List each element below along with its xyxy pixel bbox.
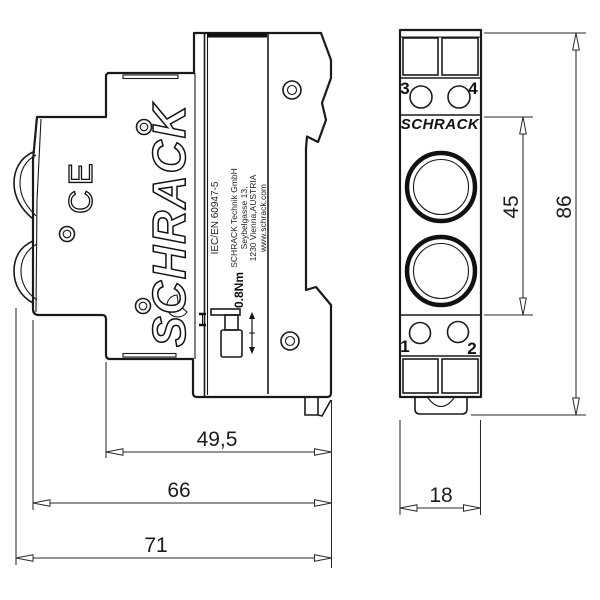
terminal-label-1: 1	[400, 337, 409, 356]
indicator-lens-top	[404, 150, 478, 224]
dimension-71: 71	[15, 308, 332, 565]
dim-value-depth-total: 71	[144, 534, 167, 557]
screw-hole-icon	[282, 80, 302, 100]
terminal-cover-top-right	[441, 37, 479, 76]
screw-hole-icon	[135, 118, 153, 136]
label-plate-top-band	[207, 33, 267, 38]
dim-value-depth-mid: 66	[167, 479, 190, 502]
label-website: www.schrack.com	[258, 184, 268, 253]
din-foot-spring-arc	[427, 397, 455, 408]
front-view-outline	[398, 28, 483, 399]
arrowhead-left	[399, 504, 418, 512]
side-view-outline	[31, 31, 333, 399]
arrowhead-top	[519, 116, 527, 135]
terminal-label-4: 4	[468, 79, 478, 98]
terminal-screw-2	[446, 320, 470, 344]
indicator-lens-top-inner	[412, 158, 470, 216]
arrowhead-top	[572, 32, 580, 51]
terminal-cover-top-left	[402, 37, 439, 76]
screwdriver-torque-icon: 0.8Nm	[199, 272, 255, 358]
dimension-18: 18	[399, 420, 482, 515]
screw-holes-side	[58, 80, 302, 351]
dim-value-front-width: 18	[429, 484, 452, 507]
terminal-screw-1	[408, 321, 432, 345]
terminal-label-3: 3	[400, 79, 409, 98]
dim-value-height-total: 86	[553, 195, 576, 218]
arrowhead-right	[314, 448, 332, 456]
side-view: CE SCHRACK IEC/EN 60947-5 SCHRACK Techni…	[13, 31, 333, 417]
bottom-groove	[122, 352, 177, 358]
lens-dome-bottom	[13, 240, 34, 304]
front-view: 3 4 SCHRACK 1 2	[398, 28, 483, 415]
lens-dome-top-inner	[19, 154, 37, 217]
arrowhead-left	[32, 499, 51, 507]
dim-value-lens-span: 45	[500, 195, 523, 218]
arrowhead-bottom	[519, 297, 527, 316]
ce-mark: CE	[62, 158, 99, 214]
screw-hole-icon	[286, 84, 298, 96]
din-foot-front	[414, 397, 468, 415]
torque-value: 0.8Nm	[232, 272, 246, 308]
arrowhead-left	[105, 448, 124, 456]
screw-hole-icon	[280, 331, 300, 351]
terminal-screw-4	[447, 85, 471, 109]
dimension-86: 86	[471, 32, 586, 416]
arrowhead-left	[15, 554, 34, 562]
screw-hole-icon	[62, 229, 72, 239]
arrowhead-right	[314, 554, 332, 562]
arrowhead-right	[463, 504, 481, 512]
label-company: SCHRACK Technik GmbH	[229, 168, 239, 268]
label-city: 1230 Vienna,AUSTRIA	[248, 174, 258, 261]
dimension-49-5: 49,5	[105, 362, 332, 458]
arrowhead-right	[314, 499, 332, 507]
terminal-cover-bottom-right	[441, 358, 479, 394]
side-brand-logo: SCHRACK	[143, 102, 195, 347]
label-standard: IEC/EN 60947-5	[210, 181, 221, 254]
indicator-lens-bottom-inner	[412, 242, 470, 300]
screw-hole-icon	[284, 335, 296, 347]
screw-hole-icon	[134, 297, 152, 315]
screwdriver-shaft	[224, 314, 239, 331]
lens-dome-bottom-inner	[20, 243, 38, 301]
screw-hole-icon	[58, 225, 76, 243]
dimension-45: 45	[484, 116, 533, 316]
dimensions: 49,5 66 71 18	[15, 32, 586, 568]
dimension-66: 66	[32, 320, 332, 510]
screw-hole-icon	[139, 122, 149, 132]
screwdriver-handle	[220, 329, 243, 358]
label-plate-text: IEC/EN 60947-5 SCHRACK Technik GmbH Seyb…	[210, 168, 268, 268]
latch-hook-detail	[166, 294, 188, 318]
terminal-label-2: 2	[467, 339, 476, 358]
din-foot-side	[304, 397, 332, 417]
top-groove	[122, 74, 179, 80]
lens-dome-top	[13, 151, 34, 220]
label-street: Seybelgasse 13,	[239, 187, 249, 250]
screw-hole-icon	[138, 301, 148, 311]
indicator-lens-bottom	[404, 234, 478, 308]
dim-value-depth-partial: 49,5	[197, 428, 238, 451]
screwdriver-blade	[210, 308, 241, 316]
side-view-wall-line	[35, 118, 42, 313]
arrowhead-bottom	[572, 397, 580, 416]
terminal-screw-3	[409, 85, 433, 109]
terminal-cover-bottom-left	[402, 358, 439, 394]
front-brand-logo: SCHRACK	[401, 116, 480, 133]
